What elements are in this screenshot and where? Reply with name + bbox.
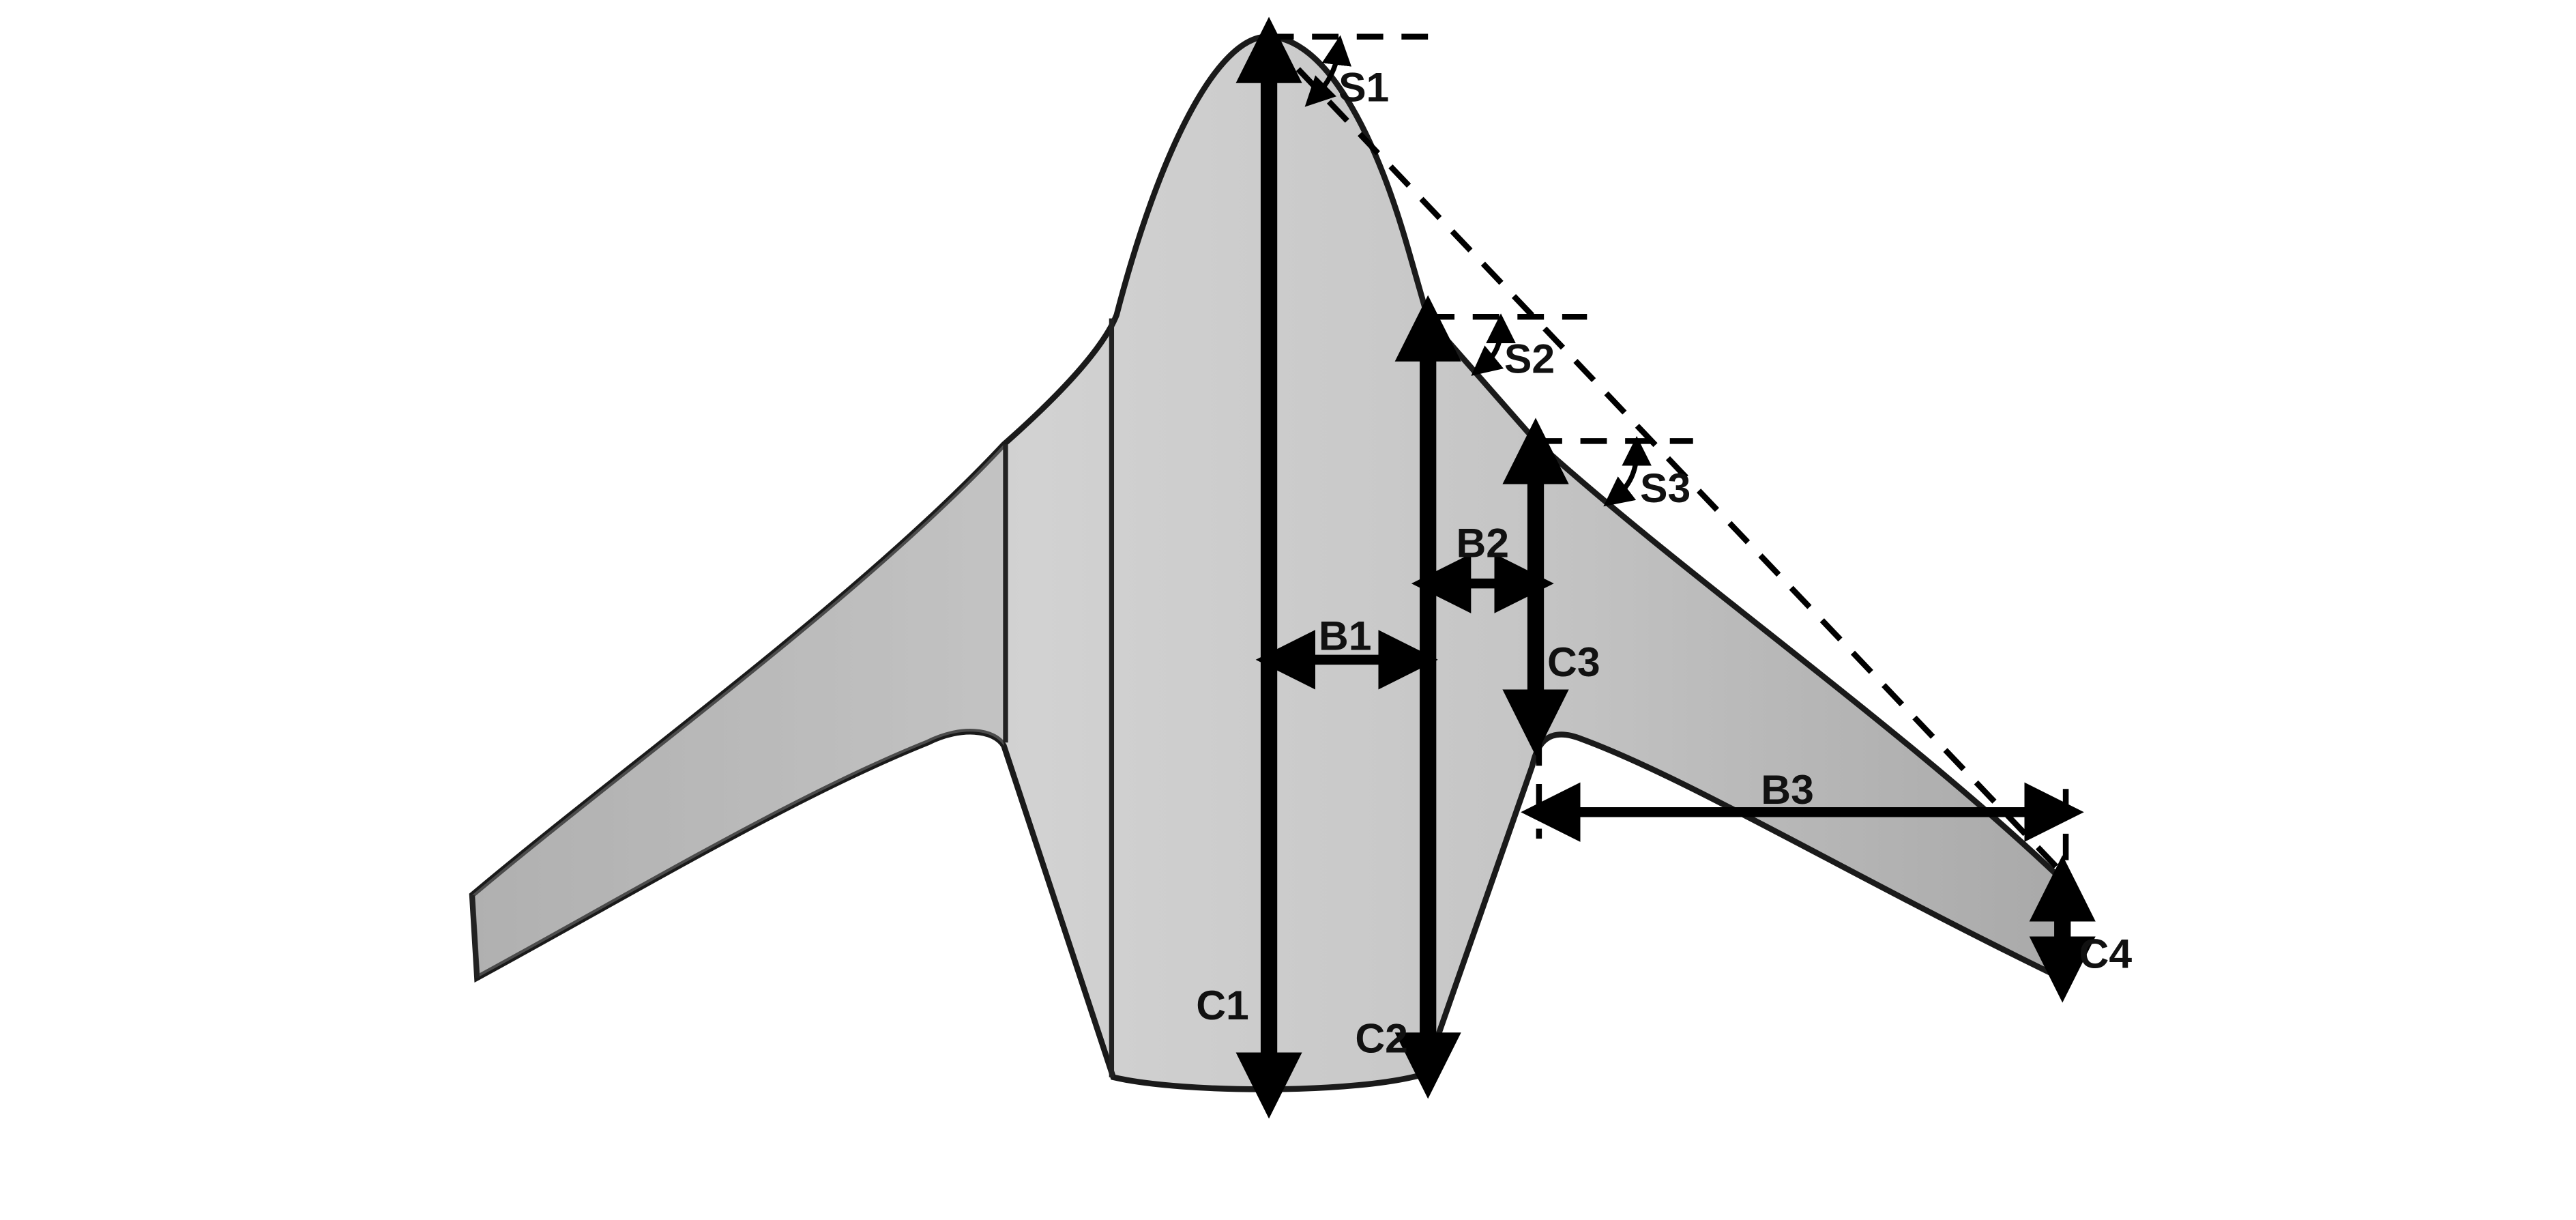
- c1-label: C1: [1196, 982, 1249, 1028]
- s2-label: S2: [1504, 336, 1555, 382]
- wing-shadow-left: [472, 444, 1004, 978]
- s1-arc: [1304, 35, 1352, 107]
- b1-label: B1: [1319, 612, 1372, 658]
- b3-label: B3: [1761, 766, 1814, 813]
- sweep-arcs: [1304, 35, 1652, 507]
- c3-label: C3: [1547, 639, 1600, 685]
- s1-label: S1: [1338, 64, 1389, 111]
- wing-tip-left: [469, 895, 480, 978]
- dimension-labels: S1 S2 S3 B1 B2 B3 C1 C2 C3 C4: [1196, 64, 2132, 1062]
- dimension-arrows: [1235, 16, 2096, 1119]
- leading-edge-line: [1265, 34, 2070, 881]
- c4-label: C4: [2079, 931, 2133, 977]
- s3-label: S3: [1640, 465, 1690, 511]
- c2-label: C2: [1355, 1015, 1408, 1061]
- b2-label: B2: [1456, 519, 1509, 566]
- s2-arc: [1471, 313, 1516, 376]
- s3-arc: [1603, 436, 1652, 507]
